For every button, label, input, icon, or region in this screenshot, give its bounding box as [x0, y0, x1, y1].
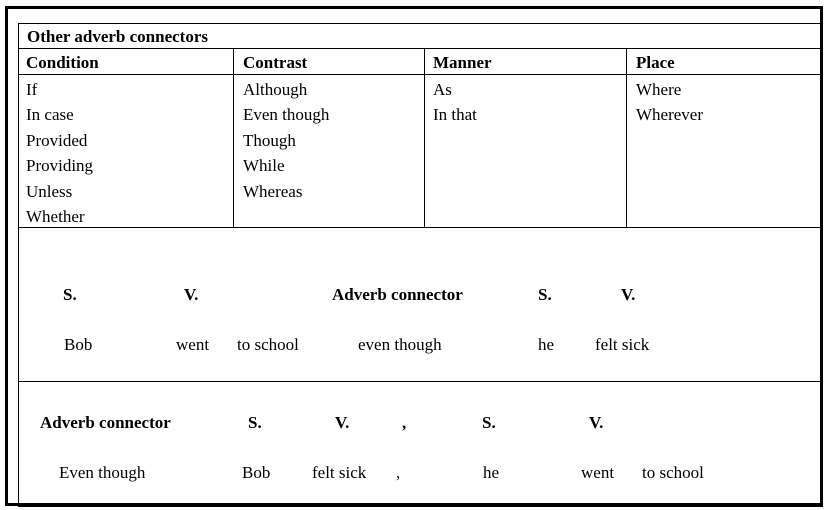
list-item: If: [26, 80, 38, 99]
example2-label-subject-2: S.: [482, 413, 496, 432]
example2-word: ,: [396, 463, 401, 482]
divider-examples: [19, 381, 822, 382]
example1-word: Bob: [64, 335, 93, 354]
condition-list: If In case Provided Providing Unless Whe…: [26, 77, 93, 229]
list-item: In case: [26, 105, 74, 125]
list-item: Though: [243, 130, 296, 150]
place-list: Where Wherever: [636, 77, 703, 128]
col-divider-1: [233, 48, 234, 227]
example2-word: Bob: [242, 463, 271, 482]
example2-word: he: [483, 463, 500, 482]
example2-word: felt sick: [312, 463, 367, 482]
example1-word: he: [538, 335, 555, 354]
example2-label-comma: ,: [402, 413, 407, 432]
list-item: Although: [243, 80, 308, 99]
col-divider-2: [424, 48, 425, 227]
example1-word: went: [176, 335, 210, 354]
contrast-list: Although Even though Though While Wherea…: [243, 77, 329, 204]
list-item: Providing: [26, 156, 94, 176]
example1-label-verb: V.: [184, 285, 199, 304]
manner-list: As In that: [433, 77, 477, 128]
example2-word: went: [581, 463, 615, 482]
example1-label-verb-2: V.: [621, 285, 636, 304]
example2-label-subject: S.: [248, 413, 262, 432]
example1-word: even though: [358, 335, 442, 354]
col-divider-3: [626, 48, 627, 227]
table-title: Other adverb connectors: [27, 27, 208, 46]
column-header-contrast: Contrast: [243, 53, 308, 72]
list-item: Provided: [26, 130, 88, 150]
example1-word: to school: [237, 335, 299, 354]
example2-label-verb-2: V.: [589, 413, 604, 432]
divider-header: [19, 74, 822, 75]
outer-frame: Other adverb connectors Condition Contra…: [5, 6, 823, 507]
list-item: While: [243, 156, 285, 176]
list-item: Even though: [243, 105, 330, 125]
list-item: Unless: [26, 181, 73, 201]
list-item: As: [433, 80, 452, 99]
example1-label-connector: Adverb connector: [332, 285, 463, 304]
divider-table-bottom: [19, 227, 822, 228]
example1-label-subject: S.: [63, 285, 77, 304]
list-item: Where: [636, 80, 682, 99]
column-header-condition: Condition: [26, 53, 99, 72]
list-item: Wherever: [636, 105, 704, 125]
example1-label-subject-2: S.: [538, 285, 552, 304]
example2-label-connector: Adverb connector: [40, 413, 171, 432]
example1-word: felt sick: [595, 335, 650, 354]
divider-title: [19, 48, 822, 49]
example2-word: Even though: [59, 463, 146, 482]
list-item: Whether: [26, 206, 85, 226]
example2-label-verb: V.: [335, 413, 350, 432]
list-item: Whereas: [243, 181, 303, 201]
example2-word: to school: [642, 463, 704, 482]
connectors-table: Other adverb connectors Condition Contra…: [18, 23, 823, 507]
column-header-place: Place: [636, 53, 675, 72]
list-item: In that: [433, 105, 477, 125]
column-header-manner: Manner: [433, 53, 492, 72]
